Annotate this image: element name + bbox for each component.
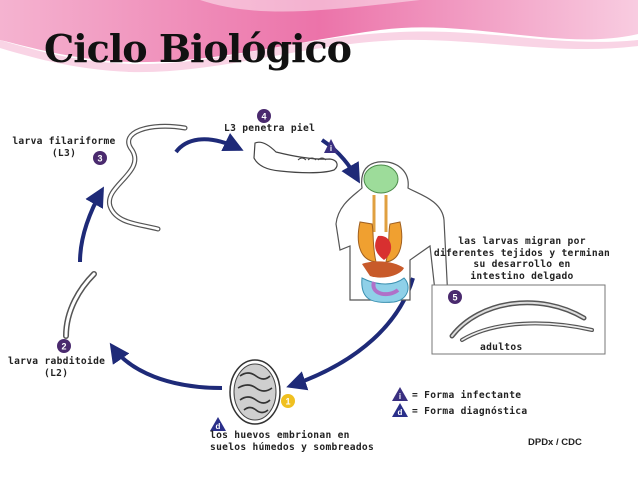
stage-1-label: los huevos embrionan en suelos húmedos y… <box>210 430 375 453</box>
legend-infective-label: = Forma infectante <box>412 390 522 401</box>
svg-text:2: 2 <box>61 342 66 352</box>
legend-diagnostic-icon: d <box>392 403 408 417</box>
stage-4-label: L3 penetra piel <box>224 123 316 134</box>
stage-1-circle: 1 <box>281 394 295 408</box>
svg-text:d: d <box>398 408 403 417</box>
legend-infective-icon: i <box>392 387 408 401</box>
stage-3-circle: 3 <box>93 151 107 165</box>
stage-5-label: las larvas migran por diferentes tejidos… <box>433 236 611 282</box>
slide-title: Ciclo Biológico <box>44 26 352 71</box>
rhabditiform-larva <box>63 271 97 339</box>
svg-text:d: d <box>216 422 221 431</box>
svg-text:i: i <box>399 392 401 401</box>
svg-text:5: 5 <box>452 293 457 303</box>
svg-text:3: 3 <box>97 154 102 164</box>
stage-4-circle: 4 <box>257 109 271 123</box>
legend-diagnostic-label: = Forma diagnóstica <box>412 406 528 417</box>
cycle-arrow-1-to-2 <box>109 342 223 390</box>
stage-2-circle: 2 <box>57 339 71 353</box>
stage-3-label: larva filariforme (L3) <box>12 136 116 159</box>
stage-5-circle: 5 <box>448 290 462 304</box>
filariform-larva <box>107 123 188 232</box>
egg-drawing <box>229 359 281 425</box>
source-credit: DPDx / CDC <box>528 437 582 448</box>
human-body-drawing <box>335 161 449 303</box>
infective-marker-foot: i <box>324 139 338 153</box>
cycle-arrow-2-to-3 <box>78 186 104 263</box>
cycle-arrow-3-to-4 <box>174 133 244 154</box>
foot-drawing <box>253 141 338 174</box>
adults-label: adultos <box>480 342 523 353</box>
cycle-arrow-4-to-5 <box>320 138 360 184</box>
svg-text:i: i <box>330 144 332 153</box>
stage-2-label: larva rabditoide (L2) <box>8 356 106 379</box>
svg-text:4: 4 <box>261 112 266 122</box>
diagnostic-marker-egg: d <box>210 417 226 431</box>
svg-text:1: 1 <box>285 397 290 407</box>
header-banner <box>0 0 638 73</box>
